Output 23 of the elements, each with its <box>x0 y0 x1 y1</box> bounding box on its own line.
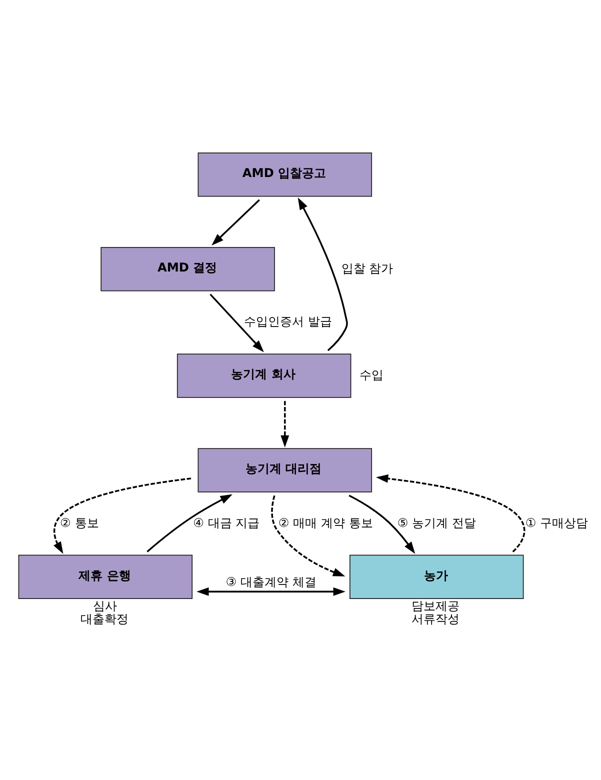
edge-label: 수입인증서 발급 <box>244 314 332 328</box>
edge-label: ③ 대출계약 체결 <box>226 574 316 588</box>
arrow <box>146 494 233 552</box>
arrow <box>271 494 346 576</box>
arrow <box>196 586 346 596</box>
edge-label: ⑤ 농기계 전달 <box>397 515 476 530</box>
arrow <box>376 474 526 552</box>
arrow <box>53 477 192 554</box>
node-label: 대출확정 <box>80 612 128 626</box>
edge-label: ① 구매상담 <box>525 515 588 530</box>
edge-label: ④ 대금 지급 <box>193 515 260 530</box>
node-label: 서류작성 <box>411 612 460 626</box>
node-label: 수입 <box>359 367 384 382</box>
edge-label: ② 매매 계약 통보 <box>278 515 373 530</box>
node-label: 담보제공 <box>411 598 460 613</box>
arrow <box>210 293 264 352</box>
arrow <box>212 198 260 246</box>
node-label: 심사 <box>92 598 117 613</box>
edge-label: 입찰 참가 <box>341 260 394 275</box>
arrow <box>348 494 416 554</box>
arrow <box>280 400 290 447</box>
edge-label: ② 통보 <box>60 515 99 530</box>
arrow <box>298 197 348 351</box>
